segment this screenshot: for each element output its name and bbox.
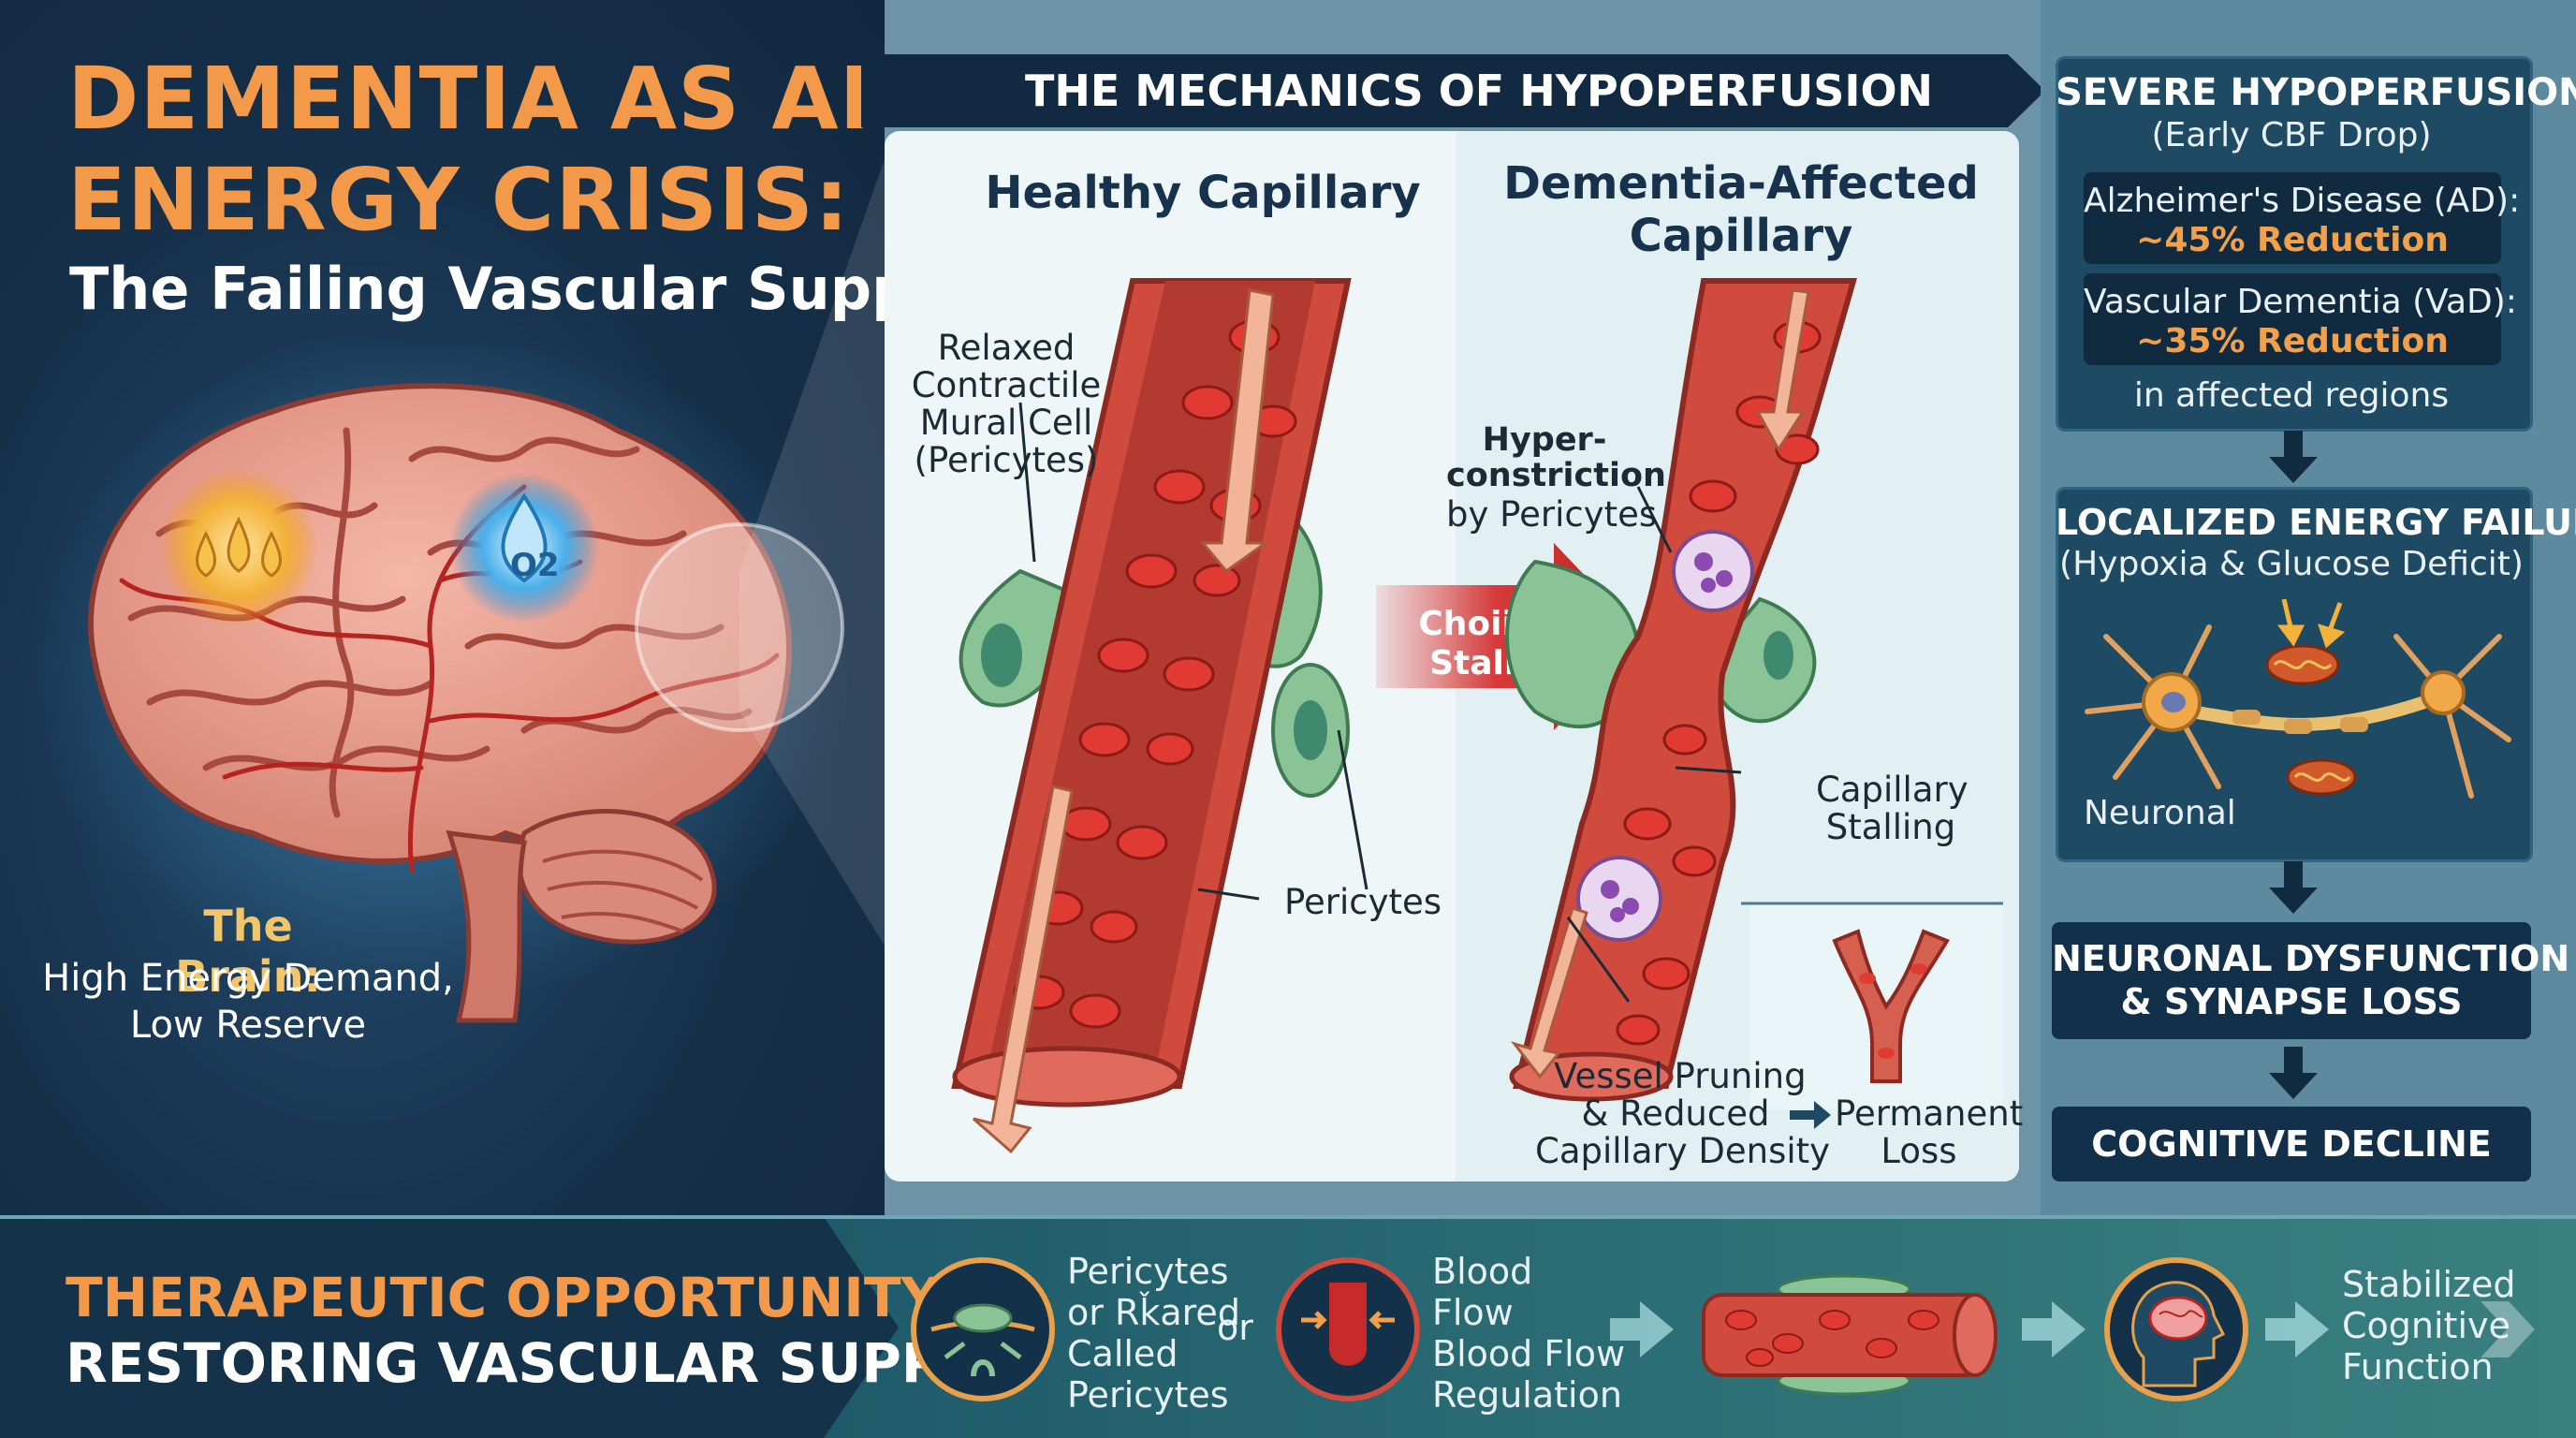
pruning-label-line2: & Reduced xyxy=(1581,1093,1770,1134)
blood-flow-icon xyxy=(1276,1257,1420,1401)
mural-cell-label-line2: Contractile xyxy=(911,365,1102,405)
zoom-beam xyxy=(739,159,885,946)
severe-subtitle: (Early CBF Drop) xyxy=(2151,116,2432,154)
therapy-chevron-2 xyxy=(2022,1301,2086,1357)
oxygen-symbol: O2 xyxy=(510,547,560,584)
inset-frame-line xyxy=(1741,902,2003,905)
zoom-lens xyxy=(635,522,844,732)
healthy-vessel-illustration xyxy=(951,278,1368,1154)
hyperconstriction-label-line3: by Pericytes xyxy=(1446,494,1658,535)
vad-label: Vascular Dementia (VaD): xyxy=(2084,283,2517,321)
therapy-item2-line4: Regulation xyxy=(1432,1374,1622,1416)
energy-subtitle: (Hypoxia & Glucose Deficit) xyxy=(2059,545,2524,583)
healthy-flow-arrows xyxy=(973,288,1275,1154)
brain-label-line2: Low Reserve xyxy=(129,1004,367,1047)
ad-stat-box xyxy=(2084,172,2501,264)
brain-label-line1: High Energy Demand, xyxy=(42,957,454,1000)
affected-vessel-illustration xyxy=(1505,278,1857,1102)
healthy-vessel-opening xyxy=(952,1046,1182,1108)
result-chevron xyxy=(2481,1301,2535,1357)
mural-cell-label-line3: Mural Cell xyxy=(919,403,1093,443)
glucose-drops-icon xyxy=(196,516,282,578)
cognitive-decline-box xyxy=(2052,1107,2531,1181)
vad-value: ~35% Reduction xyxy=(2136,322,2449,360)
therapy-item1-line4: Pericytes xyxy=(1067,1374,1229,1416)
affected-vessel-opening xyxy=(1509,1051,1674,1102)
neuron-illustration xyxy=(2085,599,2511,799)
page-title-line2: ENERGY CRISIS: xyxy=(67,150,850,250)
neuron-soma-right xyxy=(2421,670,2466,715)
brain-illustration: O2 xyxy=(37,346,852,1023)
neuronal-label: Neuronal xyxy=(2084,794,2236,832)
pruning-arrow-icon xyxy=(1790,1101,1831,1129)
band-divider xyxy=(0,1215,2576,1219)
hyperconstriction-label-line2: constriction xyxy=(1446,457,1666,494)
vad-stat-box xyxy=(2084,273,2501,365)
result-line2: Cognitive xyxy=(2342,1305,2510,1346)
ad-label: Alzheimer's Disease (AD): xyxy=(2084,182,2521,220)
page-title-line1: DEMENTIA AS AN xyxy=(67,49,913,149)
page-subtitle: The Failing Vascular Supply xyxy=(69,255,972,323)
hyperconstriction-label-line1: Hyper- xyxy=(1482,421,1607,459)
capillary-stalling-label-line1: Capillary xyxy=(1816,770,1969,810)
therapy-chevron-1 xyxy=(1610,1301,1674,1357)
flow-arrow-1 xyxy=(2269,431,2318,483)
ad-value: ~45% Reduction xyxy=(2136,221,2449,259)
oxygen-drop-icon xyxy=(501,492,548,583)
healthy-red-blood-cells xyxy=(1013,319,1297,1029)
therapy-title-line1: THERAPEUTIC OPPORTUNITY: xyxy=(66,1266,958,1329)
brain-label-title: The Brain: xyxy=(175,901,321,1002)
mechanics-title: THE MECHANICS OF HYPOPERFUSION xyxy=(1024,66,1934,116)
therapy-item1-line2: or Rǩared xyxy=(1067,1292,1240,1333)
therapy-item2-line1: Blood xyxy=(1432,1251,1533,1292)
pruning-label-line3: Capillary Density xyxy=(1535,1131,1831,1171)
flow-arrow-2 xyxy=(2269,861,2318,914)
result-line1: Stabilized xyxy=(2342,1264,2516,1305)
affected-regions-note: in affected regions xyxy=(2133,376,2450,415)
therapy-chevron-3 xyxy=(2265,1301,2329,1357)
therapy-item2-line3: Blood Flow xyxy=(1432,1333,1626,1374)
dysfunction-line2: & SYNAPSE LOSS xyxy=(2120,981,2463,1022)
affected-capillary-title-line1: Dementia-Affected xyxy=(1503,157,1979,210)
healthy-capillary-title: Healthy Capillary xyxy=(985,167,1421,219)
therapy-item1-or: or xyxy=(1217,1307,1253,1348)
brain-cerebellum xyxy=(517,809,717,945)
pericytes-label: Pericytes xyxy=(1284,882,1442,922)
stalled-leukocytes xyxy=(1576,530,1754,942)
therapy-title-block xyxy=(0,1217,899,1438)
permanent-loss-label-line1: Permanent xyxy=(1835,1093,2024,1134)
affected-leader-lines xyxy=(1566,486,1742,1003)
brainstem xyxy=(446,830,527,1023)
healthy-leader-lines xyxy=(1018,402,1368,901)
result-line3: Function xyxy=(2342,1346,2494,1387)
mitochondria-icons xyxy=(2265,644,2357,796)
cognitive-decline-label: COGNITIVE DECLINE xyxy=(2091,1123,2492,1165)
therapy-item2-line2: Flow xyxy=(1432,1292,1514,1333)
energy-title: LOCALIZED ENERGY FAILURE xyxy=(2056,502,2576,543)
affected-capillary-title-line2: Capillary xyxy=(1629,210,1853,262)
energy-deficit-arrows xyxy=(2277,599,2346,649)
therapy-item1-line3: Called xyxy=(1067,1333,1178,1374)
severe-title: SEVERE HYPOPERFUSION xyxy=(2056,71,2576,114)
pericyte-relax-icon xyxy=(911,1257,1055,1401)
mural-cell-label-line4: (Pericytes) xyxy=(914,440,1099,480)
axon-segments xyxy=(2232,710,2368,734)
restored-vessel-icon xyxy=(1702,1274,1998,1396)
therapy-title-line2: RESTORING VASCULAR SUPPLY xyxy=(66,1331,1007,1395)
neuron-nucleus xyxy=(2161,692,2186,712)
mural-cell-label-line1: Relaxed xyxy=(937,328,1076,368)
capillary-stalling-label-line2: Stalling xyxy=(1825,807,1956,847)
head-brain-icon xyxy=(2104,1257,2248,1401)
flow-arrow-3 xyxy=(2269,1047,2318,1099)
dysfunction-line1: NEURONAL DYSFUNCTION xyxy=(2052,938,2570,979)
vessel-pruning-inset xyxy=(1750,903,2003,1109)
neuronal-dysfunction-box xyxy=(2052,922,2531,1039)
cerebellum-folds xyxy=(542,849,704,933)
mechanics-banner xyxy=(861,54,2045,127)
therapy-item1-line1: Pericytes xyxy=(1067,1251,1229,1292)
pruning-label-line1: Vessel Pruning xyxy=(1554,1056,1807,1096)
permanent-loss-label-line2: Loss xyxy=(1881,1131,1957,1171)
